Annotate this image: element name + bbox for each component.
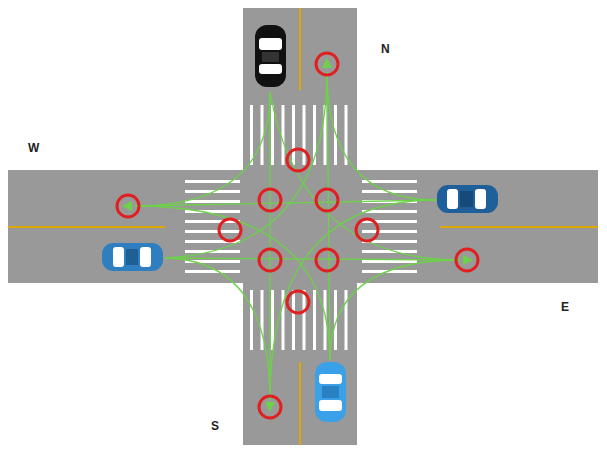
car-black-north	[255, 25, 286, 87]
car-blue-east	[437, 185, 498, 213]
crosswalk-stripe	[185, 200, 240, 203]
center-lines	[8, 8, 598, 445]
crosswalk-stripe	[250, 105, 253, 165]
compass-east: E	[561, 301, 569, 313]
path-arrowheads	[122, 58, 473, 412]
crosswalk-stripe	[345, 290, 348, 350]
crosswalks	[185, 105, 417, 350]
crosswalk-stripe	[185, 230, 240, 233]
compass-west: W	[28, 142, 39, 154]
crosswalk-stripe	[271, 290, 274, 350]
crosswalk-stripe	[261, 105, 264, 165]
car-blue-south	[315, 362, 346, 422]
crosswalk-stripe	[261, 290, 264, 350]
crosswalk-stripe	[292, 105, 295, 165]
crosswalk-stripe	[282, 105, 285, 165]
crosswalk-stripe	[303, 290, 306, 350]
crosswalk-stripe	[303, 105, 306, 165]
conflict-circles	[117, 53, 478, 418]
compass-north: N	[381, 43, 390, 55]
vehicle-paths	[135, 72, 460, 400]
crosswalk-stripe	[362, 260, 417, 263]
crosswalk-stripe	[185, 270, 240, 273]
crosswalk-stripe	[313, 290, 316, 350]
crosswalk-stripe	[292, 290, 295, 350]
crosswalk-stripe	[271, 105, 274, 165]
crosswalk-stripe	[362, 230, 417, 233]
road-north-south	[243, 8, 357, 445]
car-blue-west	[102, 243, 163, 271]
crosswalk-stripe	[250, 290, 253, 350]
compass-south: S	[211, 420, 219, 432]
